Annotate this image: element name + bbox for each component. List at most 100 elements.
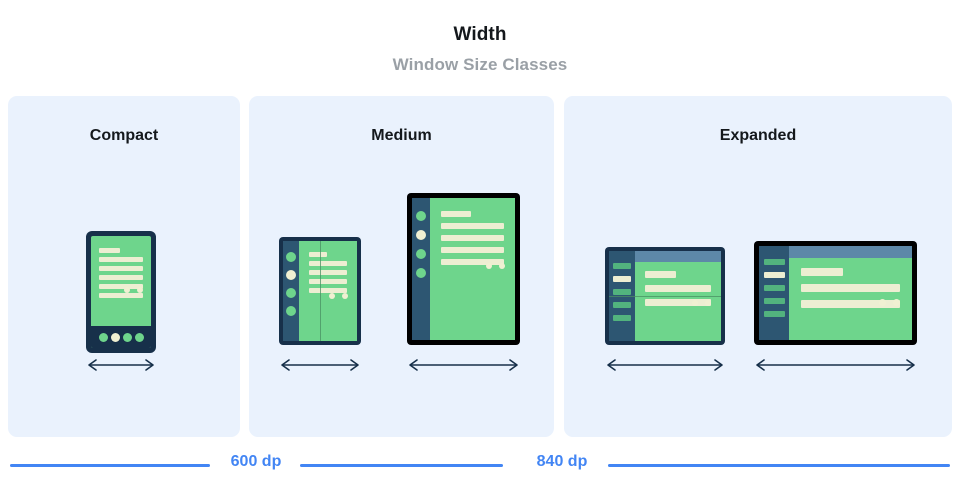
content-bar: [309, 279, 347, 284]
breakpoint-label-840: 840 dp: [536, 453, 588, 470]
rail-dot: [416, 211, 426, 221]
dot: [692, 300, 698, 306]
dot: [499, 263, 505, 269]
width-arrow-phone: [86, 357, 156, 373]
fab-dots: [329, 293, 348, 299]
dot: [486, 263, 492, 269]
content-bar: [309, 261, 347, 266]
content-bar: [441, 211, 471, 217]
panel-label-compact: Compact: [89, 127, 159, 144]
panel-medium: Medium: [249, 96, 554, 437]
content-bar: [441, 223, 504, 229]
dot: [342, 293, 348, 299]
fab-dots: [879, 299, 900, 306]
rail-dot: [416, 249, 426, 259]
rail-bar: [763, 259, 785, 265]
rail-bar: [763, 311, 785, 317]
fab-dots: [486, 263, 505, 269]
rail-dot-active: [286, 270, 296, 280]
rail-dot: [286, 306, 296, 316]
navigation-rail: [412, 198, 430, 340]
dot: [705, 300, 711, 306]
content-bar: [309, 270, 347, 275]
content-bar: [309, 252, 327, 257]
content-bar: [801, 268, 843, 276]
phone-bottom-nav: [91, 326, 151, 348]
fab-dots: [124, 287, 143, 293]
rail-bar-active: [613, 276, 631, 282]
rail-dot: [286, 252, 296, 262]
nav-dot-active: [110, 332, 120, 342]
rail-bar: [613, 263, 631, 269]
content-bar: [441, 259, 504, 265]
width-arrow-tablet-portrait: [407, 357, 520, 373]
tablet-content: [789, 246, 912, 340]
content-bar: [99, 275, 143, 280]
breakpoint-label-600: 600 dp: [230, 453, 282, 470]
nav-dot: [134, 332, 144, 342]
content-bar: [801, 284, 900, 292]
rail-bar: [763, 298, 785, 304]
panel-compact: Compact: [8, 96, 240, 437]
phone-screen: [91, 236, 151, 348]
content-bar: [441, 247, 504, 253]
nav-dot: [98, 332, 108, 342]
panel-label-expanded: Expanded: [719, 127, 797, 144]
dot: [137, 287, 143, 293]
device-phone: [86, 231, 156, 353]
width-arrow-foldable-landscape: [605, 357, 725, 373]
breakpoint-line-mid-left: [300, 464, 503, 467]
content-bar: [645, 271, 677, 278]
foldable-content: [299, 241, 357, 341]
app-bar: [635, 251, 721, 262]
rail-bar: [613, 302, 631, 308]
dot: [893, 299, 900, 306]
dot: [879, 299, 886, 306]
breakpoint-line-left: [10, 464, 210, 467]
width-arrow-tablet-landscape: [754, 357, 917, 373]
content-bar: [441, 235, 504, 241]
device-tablet-landscape: [754, 241, 917, 345]
content-bar: [645, 299, 711, 306]
fold-line: [320, 241, 321, 341]
rail-bar: [613, 289, 631, 295]
content-bar: [309, 288, 347, 293]
navigation-rail: [759, 246, 789, 340]
panel-expanded: Expanded: [564, 96, 952, 437]
content-bar: [99, 257, 143, 262]
content-bar: [801, 300, 900, 308]
device-tablet-portrait: [407, 193, 520, 345]
breakpoint-line-right: [608, 464, 950, 467]
phone-content: [91, 236, 151, 326]
app-bar: [789, 246, 912, 258]
page-title: Width: [453, 24, 507, 45]
rail-dot: [286, 288, 296, 298]
device-foldable-portrait: [279, 237, 361, 345]
page-subtitle: Window Size Classes: [392, 55, 568, 74]
content-bar: [99, 266, 143, 271]
foldable-screen: [609, 251, 721, 341]
panel-label-medium: Medium: [371, 127, 432, 144]
content-bar: [99, 293, 143, 298]
content-bar: [99, 248, 120, 253]
width-arrow-foldable-portrait: [279, 357, 361, 373]
rail-dot-active: [416, 230, 426, 240]
nav-dot: [122, 332, 132, 342]
device-foldable-landscape: [605, 247, 725, 345]
fold-line: [609, 296, 721, 297]
rail-bar-active: [763, 272, 785, 278]
dot: [124, 287, 130, 293]
tablet-screen: [759, 246, 912, 340]
fab-dots: [692, 300, 711, 306]
tablet-content: [430, 198, 515, 340]
rail-bar: [613, 315, 631, 321]
rail-bar: [763, 285, 785, 291]
content-bar: [99, 284, 143, 289]
rail-dot: [416, 268, 426, 278]
breakpoint-scale: 600 dp 840 dp: [0, 448, 960, 488]
foldable-content: [635, 251, 721, 341]
foldable-screen: [283, 241, 357, 341]
content-bar: [645, 285, 711, 292]
navigation-rail: [283, 241, 299, 341]
